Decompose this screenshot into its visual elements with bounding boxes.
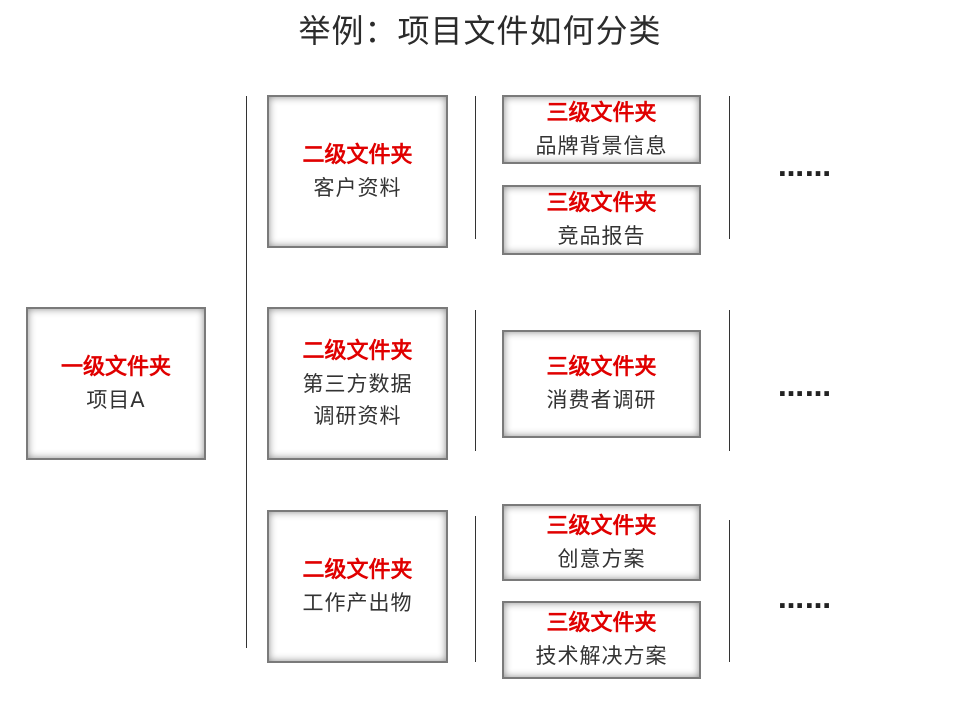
divider-line-1: [246, 96, 247, 648]
level3-folder-box-tech: 三级文件夹 技术解决方案: [502, 601, 701, 679]
level3-folder-label: 三级文件夹: [546, 355, 657, 380]
level3-folder-box-creative: 三级文件夹 创意方案: [502, 504, 701, 581]
level1-folder-name: 项目A: [86, 387, 146, 412]
level3-folder-label: 三级文件夹: [546, 100, 657, 126]
level1-folder-label: 一级文件夹: [60, 354, 171, 380]
level3-folder-label: 三级文件夹: [546, 191, 657, 216]
divider-line-3b: [729, 310, 730, 451]
level2-folder-label: 二级文件夹: [302, 338, 413, 364]
level2-folder-name: 工作产出物: [302, 590, 413, 615]
level2-folder-label: 二级文件夹: [302, 142, 413, 168]
level2-folder-label: 二级文件夹: [302, 557, 413, 583]
level3-folder-name: 竞品报告: [557, 224, 646, 248]
divider-line-3c: [729, 520, 730, 662]
level3-folder-name: 技术解决方案: [535, 644, 668, 668]
level1-folder-box: 一级文件夹 项目A: [26, 307, 206, 460]
level3-folder-box-consumer: 三级文件夹 消费者调研: [502, 330, 701, 438]
level3-folder-name: 品牌背景信息: [535, 133, 668, 158]
level2-folder-box-research: 二级文件夹 第三方数据 调研资料: [267, 307, 448, 460]
divider-line-2a: [475, 96, 476, 239]
level3-folder-label: 三级文件夹: [546, 611, 657, 636]
level2-folder-name: 客户资料: [313, 175, 402, 200]
level3-folder-name: 创意方案: [557, 546, 646, 571]
level3-folder-box-brand: 三级文件夹 品牌背景信息: [502, 95, 701, 164]
divider-line-3a: [729, 96, 730, 239]
level2-folder-box-output: 二级文件夹 工作产出物: [267, 510, 448, 663]
more-ellipsis-2: ……: [778, 373, 832, 403]
divider-line-2c: [475, 516, 476, 662]
divider-line-2b: [475, 310, 476, 451]
level3-folder-name: 消费者调研: [546, 388, 657, 412]
level2-folder-name-line2: 调研资料: [313, 403, 402, 428]
more-ellipsis-1: ……: [778, 153, 832, 183]
page-title: 举例：项目文件如何分类: [298, 12, 662, 50]
more-ellipsis-3: ……: [778, 585, 832, 615]
level3-folder-box-competitor: 三级文件夹 竞品报告: [502, 185, 701, 255]
level3-folder-label: 三级文件夹: [546, 513, 657, 539]
level2-folder-name-line1: 第三方数据: [302, 371, 413, 396]
level2-folder-box-client: 二级文件夹 客户资料: [267, 95, 448, 248]
